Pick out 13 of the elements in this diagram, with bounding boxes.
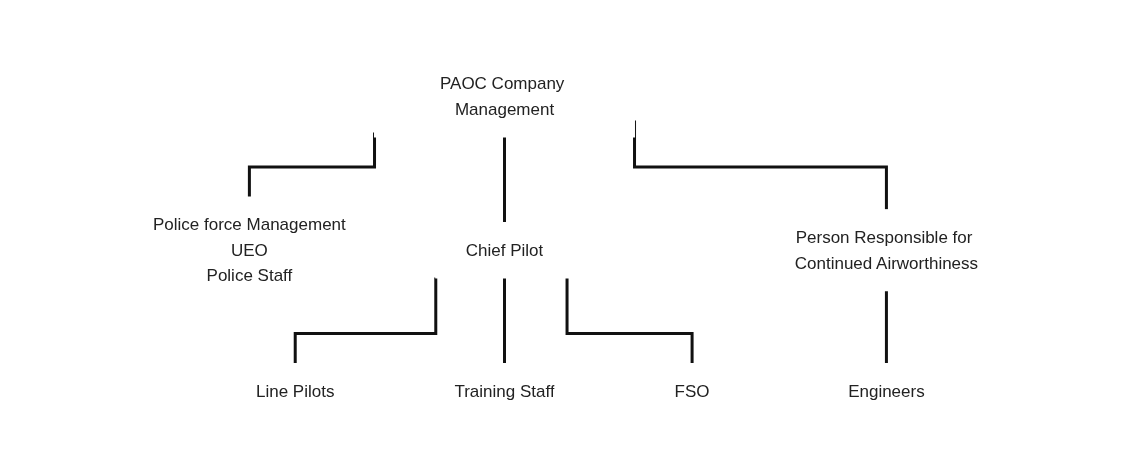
connector — [884, 290, 888, 365]
node-text: Police force Management UEO Police Staff — [152, 215, 346, 285]
connector — [502, 278, 506, 365]
connector — [502, 137, 506, 224]
node-text: FSO — [674, 381, 710, 401]
node-text: PAOC Company Management — [439, 74, 565, 119]
connector — [293, 277, 438, 365]
node-text: Chief Pilot — [465, 240, 544, 260]
node-text: Line Pilots — [255, 381, 335, 401]
node-text: Engineers — [847, 381, 925, 401]
node-text: Person Responsible for Continued Airworthiness — [794, 227, 978, 273]
connector — [565, 278, 694, 365]
node-text: Training Staff — [454, 381, 555, 401]
